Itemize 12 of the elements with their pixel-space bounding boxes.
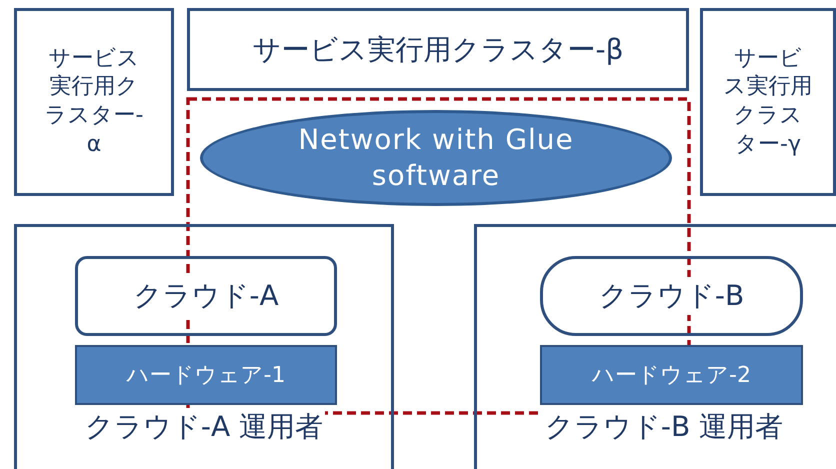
operator-box (14, 224, 394, 469)
cluster-box (700, 8, 836, 196)
cloud-box (540, 256, 803, 336)
node-text: ハードウェア-2 (592, 362, 751, 390)
operator-box (474, 224, 836, 469)
node-text: Network with Glue software (297, 122, 575, 194)
cluster-box (187, 8, 689, 91)
cluster-box (14, 8, 174, 196)
hardware-box (540, 345, 803, 405)
cloud-box (75, 256, 337, 336)
hardware-box (75, 345, 337, 405)
node-text: ハードウェア-1 (126, 362, 286, 390)
